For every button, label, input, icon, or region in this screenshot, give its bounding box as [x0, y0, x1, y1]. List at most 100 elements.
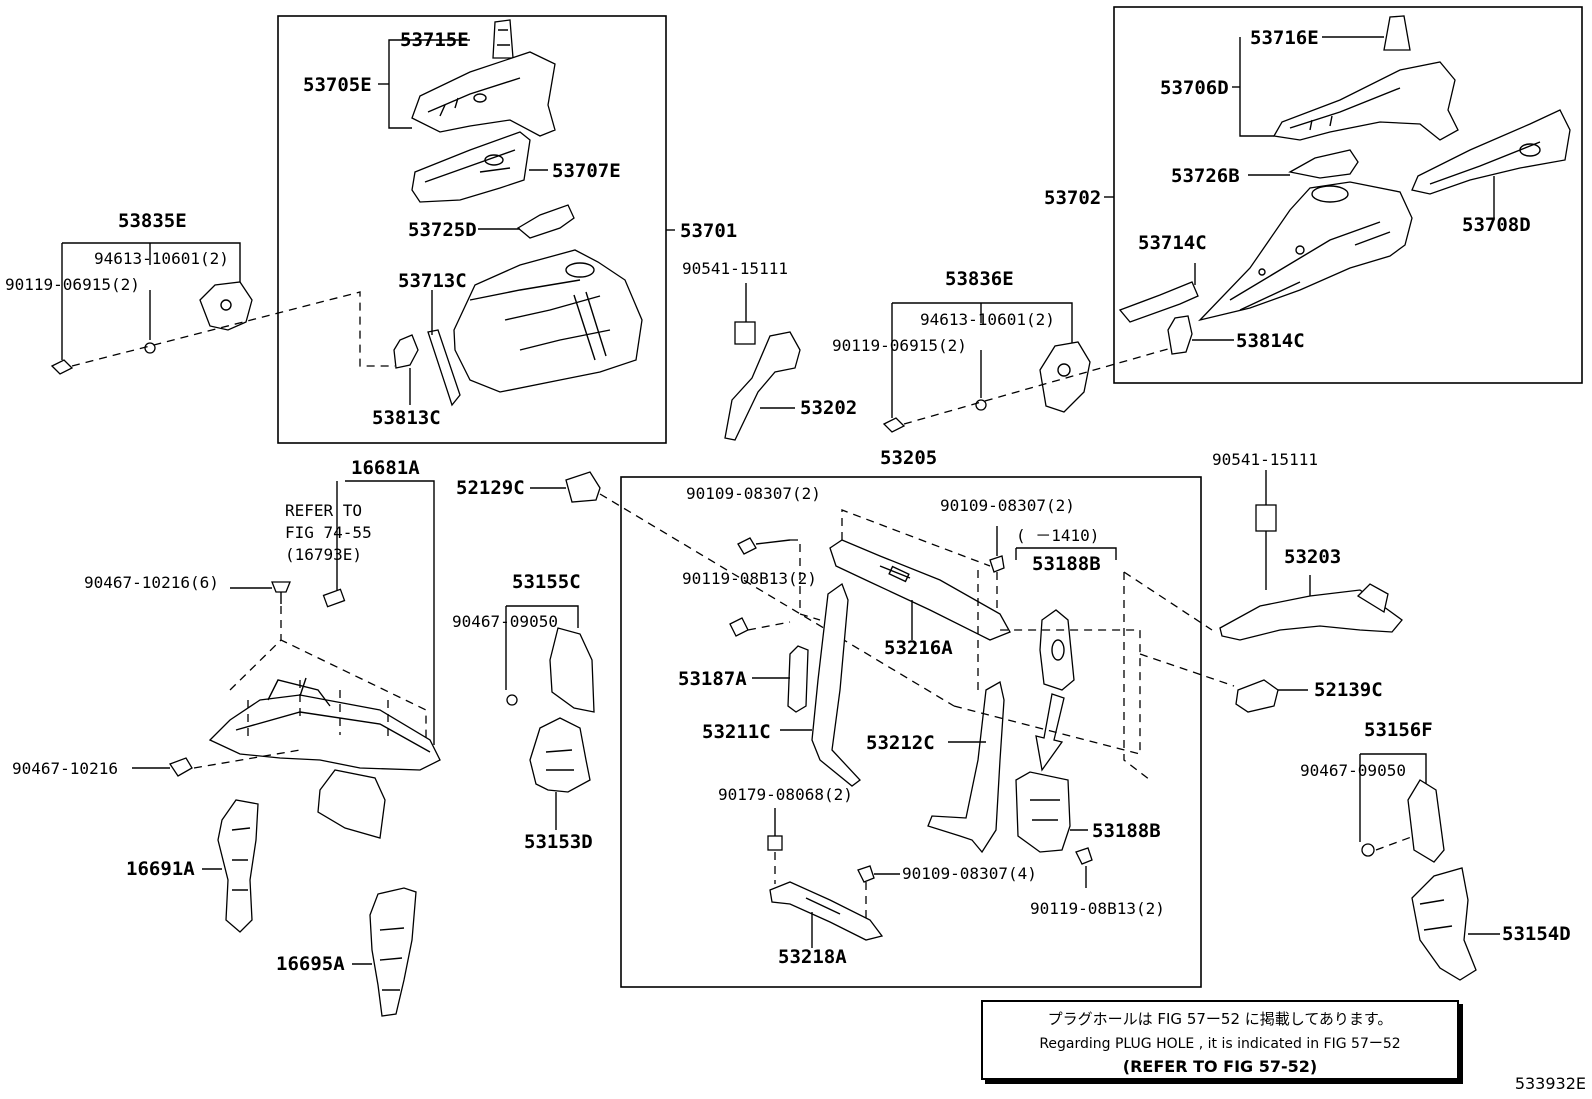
bolt-icon — [882, 417, 906, 433]
part-53707E-shape — [411, 131, 531, 203]
label-90109-08307-a: 90109-08307(2) — [686, 484, 821, 503]
part-53813C-shape — [393, 329, 461, 407]
part-53154D-shape — [1411, 867, 1477, 981]
part-16681A-shape — [208, 677, 441, 839]
part-53216A-shape — [829, 539, 1011, 641]
part-53203-shape — [1219, 504, 1403, 641]
part-53716E-shape — [1383, 15, 1411, 51]
label-90541-15111-a: 90541-15111 — [682, 259, 788, 278]
label-53212C: 53212C — [866, 732, 935, 754]
label-53706D: 53706D — [1160, 77, 1229, 99]
label-53155C: 53155C — [512, 571, 581, 593]
label-53205: 53205 — [880, 447, 937, 469]
part-53714C-shape — [1118, 281, 1199, 323]
label-53153D: 53153D — [524, 831, 593, 853]
label-53701: 53701 — [680, 220, 737, 242]
part-53814C-shape — [1167, 315, 1193, 355]
label-90467-09050-b: 90467-09050 — [1300, 761, 1406, 780]
label-53814C: 53814C — [1236, 330, 1305, 352]
group-box-53702 — [1113, 6, 1583, 384]
part-53835E-shape — [199, 281, 253, 331]
label-53156F: 53156F — [1364, 719, 1433, 741]
label-53154D: 53154D — [1502, 923, 1571, 945]
figure-id: 533932E — [1514, 1074, 1586, 1093]
label-52139C: 52139C — [1314, 679, 1383, 701]
bolt-icon — [50, 359, 74, 375]
label-90119-06915-b: 90119-06915(2) — [832, 336, 967, 355]
label-53716E: 53716E — [1250, 27, 1319, 49]
label-53813C: 53813C — [372, 407, 441, 429]
part-53188B-upper-shape — [1039, 609, 1075, 691]
label-90109-08307-b: 90109-08307(2) — [940, 496, 1075, 515]
label-90467-10216: 90467-10216 — [12, 759, 118, 778]
label-53702: 53702 — [1044, 187, 1101, 209]
label-53705E: 53705E — [303, 74, 372, 96]
part-53705E-shape — [411, 51, 556, 137]
part-53153D-shape — [529, 717, 591, 793]
part-53715E-shape — [492, 19, 514, 59]
label-16695A: 16695A — [276, 953, 345, 975]
label-53188B-lower: 53188B — [1092, 820, 1161, 842]
part-53212C-shape — [927, 680, 1005, 854]
bolt-icon — [989, 555, 1005, 573]
label-53211C: 53211C — [702, 721, 771, 743]
arrow-down-icon — [1035, 693, 1065, 772]
label-90109-08307-c: 90109-08307(4) — [902, 864, 1037, 883]
part-53202-shape — [724, 321, 801, 441]
part-53713C-shape — [453, 249, 643, 393]
label-53714C: 53714C — [1138, 232, 1207, 254]
label-90119-06915-a: 90119-06915(2) — [5, 275, 140, 294]
part-53218A-shape — [769, 881, 884, 941]
label-53216A: 53216A — [884, 637, 953, 659]
note-english: Regarding PLUG HOLE , it is indicated in… — [1039, 1036, 1401, 1052]
bolt-icon — [857, 865, 875, 883]
label-53707E: 53707E — [552, 160, 621, 182]
note-refer: (REFER TO FIG 57-52) — [1122, 1057, 1318, 1076]
label-90467-10216-6: 90467-10216(6) — [84, 573, 219, 592]
part-53702-body-shape — [1197, 181, 1413, 322]
label-90467-09050-a: 90467-09050 — [452, 612, 558, 631]
label-53835E: 53835E — [118, 210, 187, 232]
label-refer-line3: (16793E) — [285, 545, 362, 564]
clip-16793E-shape — [322, 588, 346, 608]
part-53156F-shape — [1407, 779, 1445, 863]
label-53715E: 53715E — [400, 29, 469, 51]
label-53713C: 53713C — [398, 270, 467, 292]
bolt-icon — [737, 537, 757, 555]
part-53836E-shape — [1039, 341, 1091, 413]
label-53726B: 53726B — [1171, 165, 1240, 187]
plug-hole-note: プラグホールは FIG 57ー52 に掲載してあります。 Regarding P… — [981, 1000, 1459, 1080]
clip-icon — [1361, 843, 1375, 857]
bolt-icon — [729, 617, 749, 637]
part-53708D-shape — [1411, 109, 1571, 195]
washer-icon — [975, 399, 987, 411]
part-52129C-shape — [565, 471, 601, 503]
note-japanese: プラグホールは FIG 57ー52 に掲載してあります。 — [1047, 1010, 1393, 1028]
label-52129C: 52129C — [456, 477, 525, 499]
label-53187A: 53187A — [678, 668, 747, 690]
label-94613-10601-a: 94613-10601(2) — [94, 249, 229, 268]
part-52139C-shape — [1235, 679, 1279, 713]
part-53706D-shape — [1272, 61, 1459, 141]
label-90119-08B13-a: 90119-08B13(2) — [682, 569, 817, 588]
label-16691A: 16691A — [126, 858, 195, 880]
label-53218A: 53218A — [778, 946, 847, 968]
label-53708D: 53708D — [1462, 214, 1531, 236]
part-16695A-shape — [369, 887, 417, 1017]
label-90541-15111-b: 90541-15111 — [1212, 450, 1318, 469]
label-53203: 53203 — [1284, 546, 1341, 568]
part-53188B-lower-shape — [1015, 771, 1071, 853]
group-box-53205 — [620, 476, 1202, 988]
part-53187A-shape — [787, 645, 809, 713]
clip-icon — [506, 694, 518, 706]
label-94613-10601-b: 94613-10601(2) — [920, 310, 1055, 329]
label-53202: 53202 — [800, 397, 857, 419]
label-90119-08B13-b: 90119-08B13(2) — [1030, 899, 1165, 918]
nut-icon — [767, 835, 783, 851]
label-1410: ( －1410) — [1016, 526, 1099, 545]
label-53188B-upper: 53188B — [1032, 553, 1101, 575]
label-16681A: 16681A — [351, 457, 420, 479]
label-refer-line2: FIG 74-55 — [285, 523, 372, 542]
part-16691A-shape — [217, 799, 259, 933]
